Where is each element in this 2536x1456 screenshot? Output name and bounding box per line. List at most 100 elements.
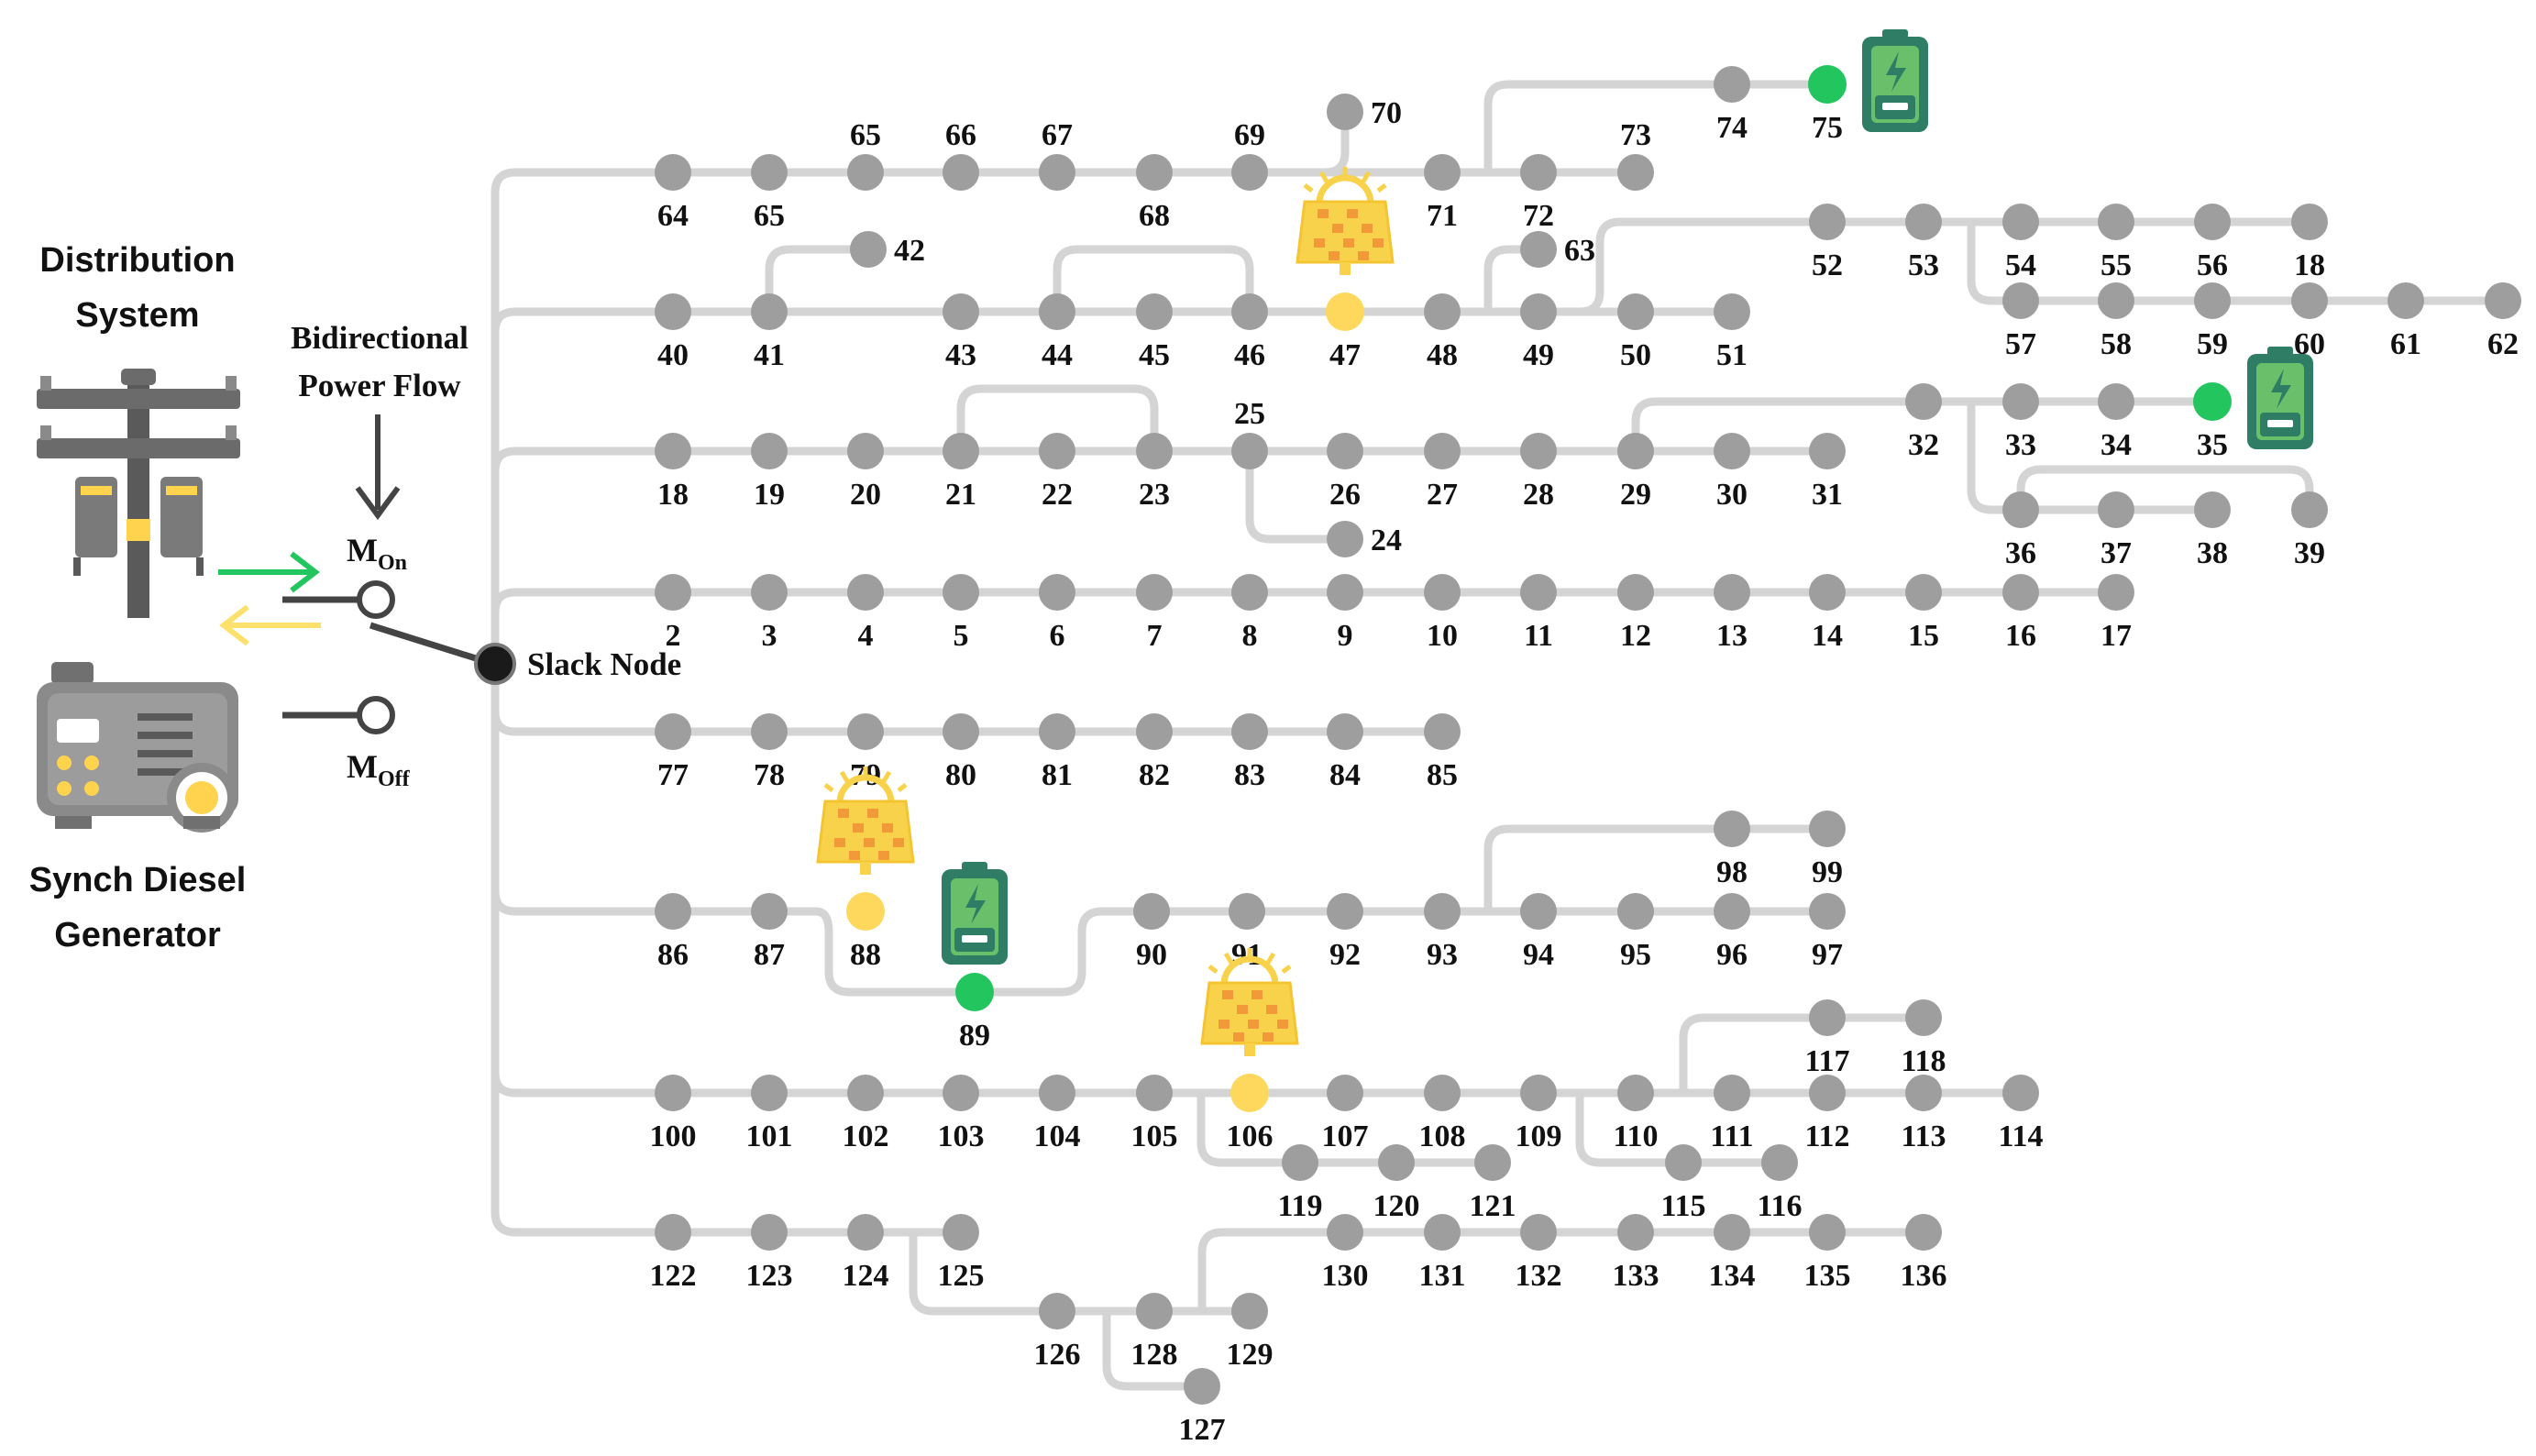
bus-label-41: 41 <box>754 338 785 372</box>
feeder-line-27 <box>909 1228 1254 1316</box>
bus-label-75: 75 <box>1812 111 1843 145</box>
bus-label-30: 30 <box>1716 478 1748 512</box>
bus-node-72 <box>1520 154 1557 191</box>
bus-node-134 <box>1714 1214 1750 1251</box>
bus-node-63 <box>1520 231 1557 268</box>
bus-label-81: 81 <box>1042 758 1073 792</box>
bus-node-121 <box>1474 1144 1511 1181</box>
network-lines <box>491 80 2508 1391</box>
bus-label-112: 112 <box>1804 1120 1849 1153</box>
bus-node-80 <box>943 713 979 750</box>
bus-label-100: 100 <box>650 1120 697 1153</box>
bus-label-113: 113 <box>1901 1120 1946 1153</box>
bus-node-41 <box>751 293 788 330</box>
bus-node-59 <box>2194 282 2231 319</box>
bus-label-40: 40 <box>657 338 689 372</box>
bus-node-25 <box>1231 433 1268 469</box>
bus-label-125: 125 <box>938 1259 985 1293</box>
bus-label-116: 116 <box>1757 1189 1802 1223</box>
bus-label-64: 64 <box>657 199 689 233</box>
bus-node-115 <box>1665 1144 1702 1181</box>
bus-label-105: 105 <box>1131 1120 1178 1153</box>
bus-label-16: 16 <box>2005 619 2036 653</box>
bus-node-93 <box>1424 893 1461 930</box>
feeder-line-28 <box>1102 1307 1207 1391</box>
bus-node-49 <box>1520 293 1557 330</box>
bus-node-20 <box>847 433 884 469</box>
bus-label-117: 117 <box>1804 1044 1849 1078</box>
bus-node-44 <box>1039 293 1075 330</box>
bus-label-107: 107 <box>1322 1120 1369 1153</box>
bus-node-113 <box>1905 1075 1942 1111</box>
bus-node-35 <box>2193 382 2232 421</box>
bus-label-14: 14 <box>1812 619 1843 653</box>
bus-label-65b: 65 <box>850 118 881 152</box>
feeder-line-2 <box>491 307 1737 336</box>
bus-label-134: 134 <box>1709 1259 1756 1293</box>
bus-label-102: 102 <box>843 1120 889 1153</box>
bus-node-30 <box>1714 433 1750 469</box>
bus-label-22: 22 <box>1042 478 1073 512</box>
der-devices <box>816 29 2313 1056</box>
battery-storage-icon <box>942 862 1008 965</box>
bus-label-72: 72 <box>1523 199 1554 233</box>
bus-node-123 <box>751 1214 788 1251</box>
bus-label-135: 135 <box>1804 1259 1851 1293</box>
bus-node-81 <box>1039 713 1075 750</box>
bus-node-26 <box>1327 433 1363 469</box>
bus-label-51: 51 <box>1716 338 1748 372</box>
bus-node-42 <box>850 231 887 268</box>
bus-label-73: 73 <box>1620 118 1651 152</box>
bus-label-85: 85 <box>1427 758 1458 792</box>
network-buses <box>655 65 2521 1405</box>
bus-label-2: 2 <box>666 619 681 653</box>
feeder-line-24 <box>1196 1088 1497 1167</box>
bus-node-122 <box>655 1214 691 1251</box>
bus-node-48 <box>1424 293 1461 330</box>
bus-label-129: 129 <box>1227 1338 1274 1372</box>
bus-label-132: 132 <box>1516 1259 1562 1293</box>
bus-label-54: 54 <box>2005 248 2036 282</box>
bus-node-73 <box>1617 154 1654 191</box>
bus-node-101 <box>751 1075 788 1111</box>
bus-label-104: 104 <box>1034 1120 1081 1153</box>
bus-label-70: 70 <box>1371 96 1402 130</box>
bus-node-64 <box>655 154 691 191</box>
bus-label-63: 63 <box>1564 234 1595 268</box>
bus-label-124: 124 <box>843 1259 889 1293</box>
bus-label-95: 95 <box>1620 938 1651 972</box>
bus-node-13 <box>1714 574 1750 611</box>
bus-label-84: 84 <box>1329 758 1361 792</box>
bus-node-131 <box>1424 1214 1461 1251</box>
bus-label-9: 9 <box>1338 619 1353 653</box>
feeder-line-1 <box>491 168 1640 668</box>
utility-pole-icon <box>37 369 240 618</box>
bus-node-8 <box>1231 574 1268 611</box>
bus-label-101: 101 <box>746 1120 793 1153</box>
switch-contact-off <box>357 696 395 734</box>
bus-node-77 <box>655 713 691 750</box>
bus-node-92 <box>1327 893 1363 930</box>
bus-label-38: 38 <box>2197 536 2228 570</box>
bus-label-3: 3 <box>762 619 777 653</box>
feeder-line-13 <box>1053 245 1254 316</box>
feeder-line-12 <box>765 245 873 316</box>
bus-label-136: 136 <box>1901 1259 1947 1293</box>
bus-label-57: 57 <box>2005 327 2036 361</box>
feeder-line-20 <box>1967 397 2217 514</box>
bus-node-133 <box>1617 1214 1654 1251</box>
feeder-line-3 <box>491 447 1832 476</box>
feeder-line-14 <box>1483 245 1543 316</box>
bus-node-132 <box>1520 1214 1557 1251</box>
bus-node-14 <box>1809 574 1846 611</box>
bus-node-116 <box>1761 1144 1798 1181</box>
feeder-line-17 <box>956 384 1159 456</box>
bus-label-130: 130 <box>1322 1259 1369 1293</box>
bus-label-83: 83 <box>1234 758 1265 792</box>
bus-node-10 <box>1424 574 1461 611</box>
bus-node-18 <box>655 433 691 469</box>
bus-label-61: 61 <box>2390 327 2421 361</box>
bus-label-32: 32 <box>1908 428 1939 462</box>
bus-label-37: 37 <box>2100 536 2132 570</box>
bus-node-109 <box>1520 1075 1557 1111</box>
